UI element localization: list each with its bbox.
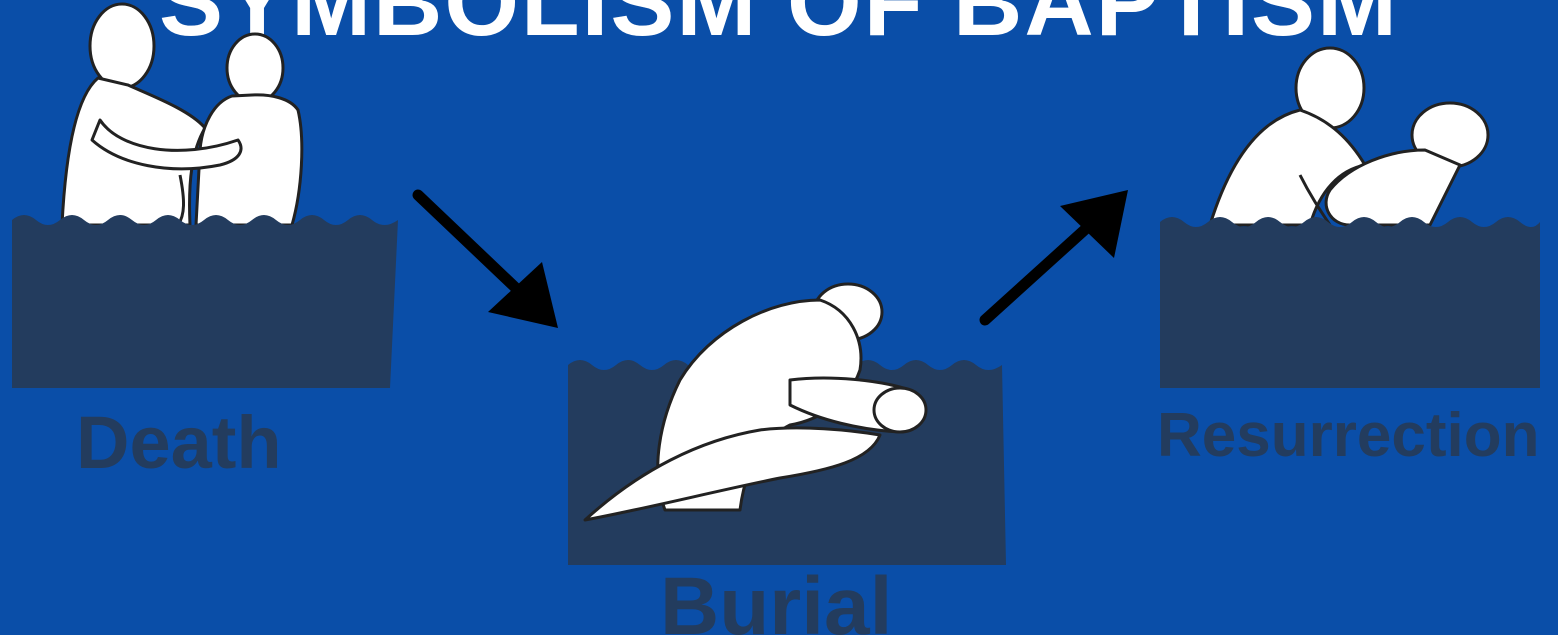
stage-death [12, 4, 398, 388]
person-raised-icon [1210, 48, 1488, 225]
stage-label-resurrection: Resurrection [1157, 400, 1539, 471]
stage-resurrection [1160, 48, 1540, 388]
stage-label-burial: Burial [660, 560, 892, 635]
stage-label-death: Death [76, 400, 282, 485]
water-surface-death [12, 215, 398, 388]
arrow-burial-to-resurrection [985, 190, 1128, 320]
stage-burial [568, 284, 1006, 565]
person-baptizing-standing-icon [62, 4, 302, 225]
water-surface-resurrection [1160, 217, 1540, 388]
arrow-death-to-burial [418, 195, 558, 328]
